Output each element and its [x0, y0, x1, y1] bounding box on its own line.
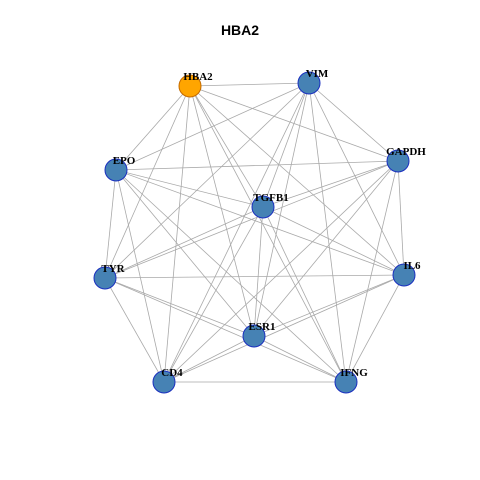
- node-gapdh: [386, 149, 410, 173]
- node-vim: [297, 71, 321, 95]
- node-label-cd4: CD4: [161, 367, 183, 379]
- node-label-tyr: TYR: [101, 263, 125, 275]
- edge-tgfb1-esr1: [253, 206, 264, 337]
- edge-il6-tyr: [104, 274, 405, 279]
- edge-hba2-tgfb1: [189, 85, 264, 208]
- node-label-vim: VIM: [306, 68, 329, 80]
- edge-vim-ifng: [308, 82, 347, 383]
- edge-hba2-ifng: [189, 85, 347, 383]
- edge-gapdh-epo: [115, 160, 399, 171]
- edge-ifng-esr1: [253, 335, 347, 383]
- edge-il6-esr1: [253, 274, 405, 337]
- edge-ifng-tyr: [104, 277, 347, 383]
- edge-gapdh-tgfb1: [262, 160, 399, 208]
- node-label-gapdh: GAPDH: [386, 146, 426, 158]
- node-label-hba2: HBA2: [183, 71, 213, 83]
- edge-il6-ifng: [345, 274, 405, 383]
- node-label-tgfb1: TGFB1: [253, 192, 288, 204]
- edge-gapdh-cd4: [163, 160, 399, 383]
- edge-hba2-esr1: [189, 85, 255, 337]
- node-label-epo: EPO: [113, 155, 136, 167]
- edge-gapdh-ifng: [345, 160, 399, 383]
- edge-il6-cd4: [163, 274, 405, 383]
- node-layer: [93, 71, 416, 394]
- edge-gapdh-il6: [397, 160, 405, 276]
- edge-tyr-tgfb1: [104, 206, 264, 279]
- edge-vim-cd4: [163, 82, 310, 383]
- edge-hba2-vim: [189, 82, 310, 87]
- edge-gapdh-esr1: [253, 160, 399, 337]
- edge-hba2-tyr: [104, 85, 191, 279]
- edge-cd4-epo: [115, 169, 165, 383]
- node-label-esr1: ESR1: [249, 321, 276, 333]
- edge-il6-tgfb1: [262, 206, 405, 276]
- node-tgfb1: [251, 195, 275, 219]
- edge-vim-esr1: [253, 82, 310, 337]
- edge-cd4-tyr: [104, 277, 165, 383]
- edge-cd4-esr1: [163, 335, 255, 383]
- node-il6: [392, 263, 416, 287]
- edge-layer: [104, 82, 405, 383]
- edge-hba2-il6: [189, 85, 405, 276]
- edge-il6-epo: [115, 169, 405, 276]
- edge-cd4-tgfb1: [163, 206, 264, 383]
- edge-ifng-epo: [115, 169, 347, 383]
- edge-hba2-cd4: [163, 85, 191, 383]
- node-esr1: [242, 324, 266, 348]
- edge-tyr-esr1: [104, 277, 255, 337]
- edge-epo-tgfb1: [115, 169, 264, 208]
- node-ifng: [334, 370, 358, 394]
- edge-vim-tgfb1: [262, 82, 310, 208]
- edge-tyr-epo: [104, 169, 117, 279]
- node-cd4: [152, 370, 176, 394]
- node-label-ifng: IFNG: [340, 367, 368, 379]
- edge-vim-gapdh: [308, 82, 399, 162]
- edge-hba2-epo: [115, 85, 191, 171]
- edge-epo-esr1: [115, 169, 255, 337]
- node-tyr: [93, 266, 117, 290]
- node-epo: [104, 158, 128, 182]
- edge-vim-epo: [115, 82, 310, 171]
- figure-title: HBA2: [220, 22, 260, 38]
- node-hba2: [178, 74, 202, 98]
- edge-vim-il6: [308, 82, 405, 276]
- node-label-il6: IL6: [403, 260, 421, 272]
- edge-ifng-tgfb1: [262, 206, 347, 383]
- edge-vim-tyr: [104, 82, 310, 279]
